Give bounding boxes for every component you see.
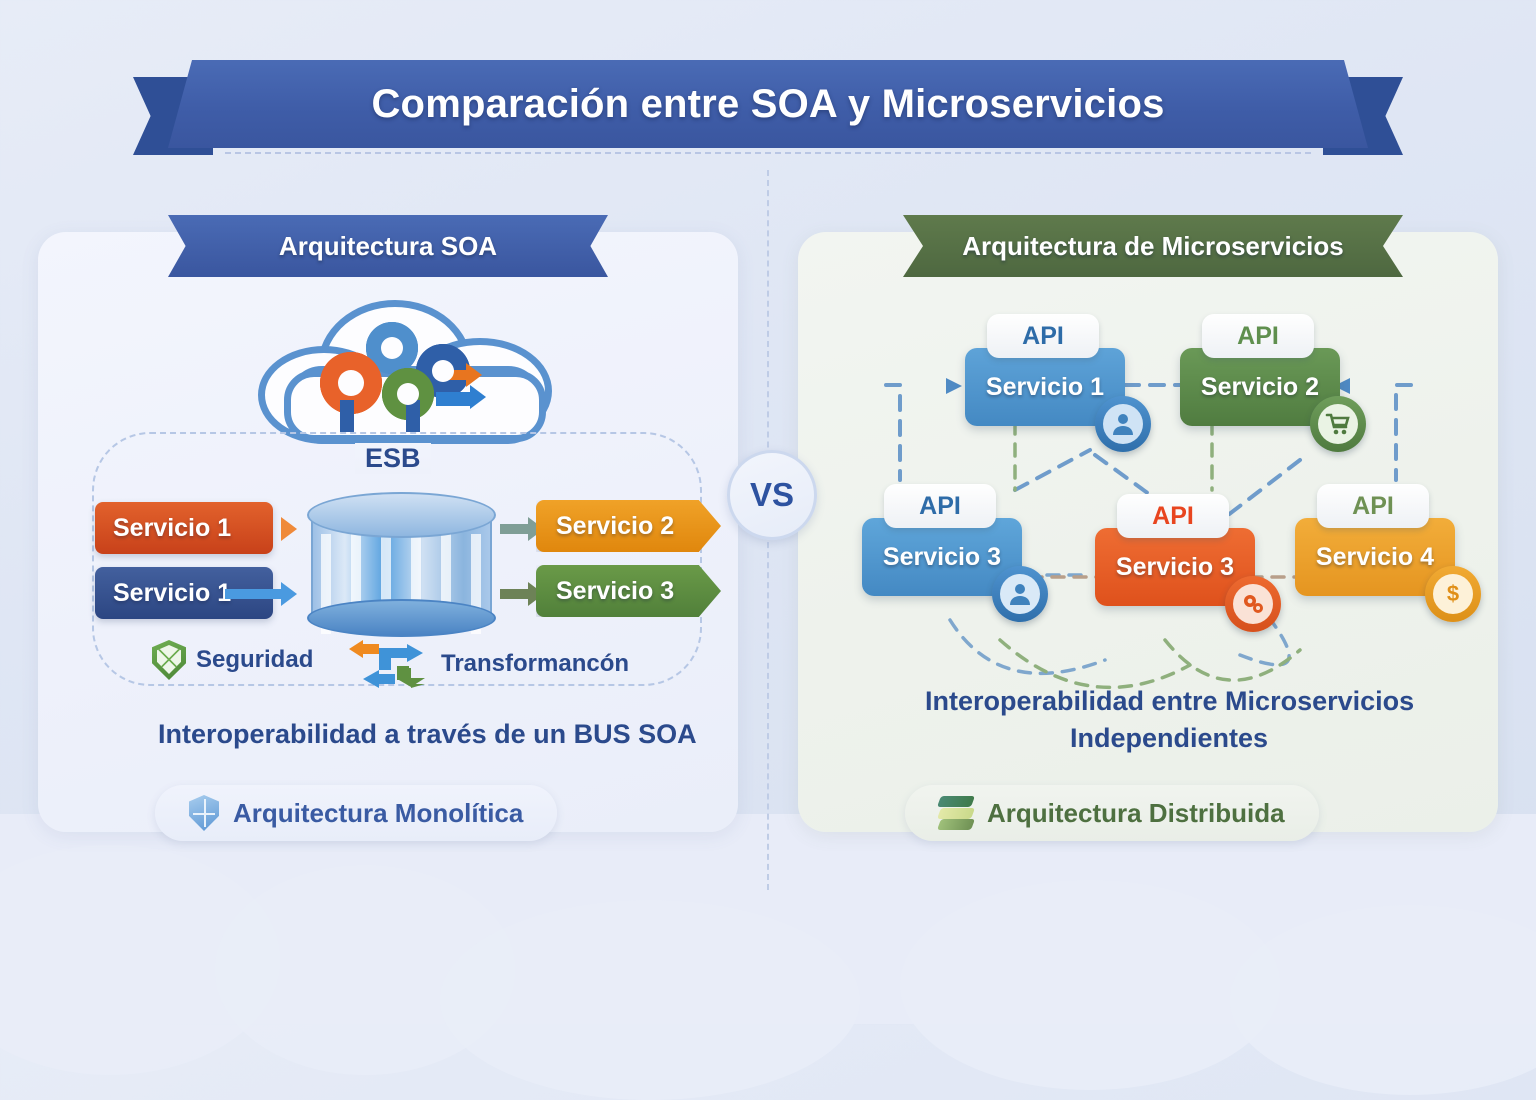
api-tab[interactable]: API	[884, 484, 996, 528]
soa-feature-security-label: Seguridad	[196, 646, 314, 673]
title-banner: Comparación entre SOA y Microservicios	[0, 55, 1536, 165]
gears-icon	[1225, 576, 1281, 632]
api-label: API	[919, 491, 961, 520]
user-icon	[992, 566, 1048, 622]
microservice-card-3-label: Servicio 3	[882, 542, 1002, 571]
arrow-input-2	[225, 582, 297, 606]
microservice-card-5[interactable]: API Servicio 4 $	[1295, 484, 1481, 622]
soa-feature-transformation: Transformancón	[345, 640, 629, 688]
soa-header-label: Arquitectura SOA	[278, 230, 498, 261]
api-label: API	[1237, 321, 1279, 350]
title-ribbon: Comparación entre SOA y Microservicios	[168, 60, 1368, 148]
cloud-arrow-orange	[440, 363, 482, 387]
api-tab[interactable]: API	[987, 314, 1099, 358]
cloud-arrow-up-right	[406, 400, 420, 432]
microservices-architecture-badge[interactable]: Arquitectura Distribuida	[905, 785, 1319, 841]
microservice-card-1-label: Servicio 1	[985, 372, 1105, 401]
vs-badge: VS	[727, 450, 817, 540]
shopping-cart-icon	[1310, 396, 1366, 452]
infographic-canvas: Comparación entre SOA y Microservicios V…	[0, 0, 1536, 1024]
api-tab[interactable]: API	[1202, 314, 1314, 358]
esb-database-icon	[307, 492, 496, 637]
api-tab[interactable]: API	[1317, 484, 1429, 528]
user-avatar-icon	[1095, 396, 1151, 452]
microservice-card-2-label: Servicio 2	[1200, 372, 1320, 401]
esb-boundary	[92, 432, 702, 686]
api-tab[interactable]: API	[1117, 494, 1229, 538]
api-label: API	[1152, 501, 1194, 530]
microservices-architecture-badge-label: Arquitectura Distribuida	[987, 797, 1285, 828]
soa-feature-transformation-label: Transformancón	[441, 650, 630, 677]
soa-input-service-2[interactable]: Servicio 1	[95, 567, 273, 619]
microservices-caption-line1: Interoperabilidad entre Microservicios	[925, 686, 1415, 716]
soa-output-service-2[interactable]: Servicio 2	[536, 500, 721, 552]
soa-input-service-2-label: Servicio 1	[113, 578, 232, 607]
arrow-input-1	[225, 517, 297, 541]
microservice-card-3[interactable]: API Servicio 3	[862, 484, 1048, 622]
soa-input-service-1-label: Servicio 1	[113, 513, 232, 542]
layer-stack-icon	[936, 796, 976, 830]
page-title: Comparación entre SOA y Microservicios	[371, 81, 1165, 126]
microservices-connection-mesh	[884, 378, 1413, 690]
dollar-glyph: $	[1446, 581, 1460, 606]
soa-caption: Interoperabilidad a través de un BUS SOA	[158, 719, 697, 749]
soa-output-service-3-label: Servicio 3	[556, 576, 675, 605]
esb-label: ESB	[355, 443, 431, 474]
cloud-arrow-up-left	[340, 400, 354, 432]
cloud-arrow-blue	[436, 385, 486, 409]
soa-input-service-1[interactable]: Servicio 1	[95, 502, 273, 554]
soa-feature-security: Seguridad	[152, 640, 313, 680]
microservice-card-5-label: Servicio 4	[1315, 542, 1435, 571]
api-label: API	[1352, 491, 1394, 520]
shield-icon	[152, 640, 186, 680]
soa-architecture-badge-label: Arquitectura Monolítica	[233, 797, 524, 828]
microservice-card-1[interactable]: API Servicio 1	[965, 314, 1151, 452]
dollar-coin-icon: $	[1425, 566, 1481, 622]
microservice-card-2[interactable]: API Servicio 2	[1180, 314, 1366, 452]
microservices-header-label: Arquitectura de Microservicios	[962, 230, 1344, 261]
esb-cloud-icon	[258, 300, 558, 444]
microservice-card-4[interactable]: API Servicio 3	[1095, 494, 1281, 632]
soa-architecture-badge[interactable]: Arquitectura Monolítica	[155, 785, 558, 841]
soa-output-service-2-label: Servicio 2	[556, 511, 675, 540]
api-label: API	[1022, 321, 1064, 350]
exchange-arrows-icon	[345, 640, 431, 688]
microservice-card-4-label: Servicio 3	[1115, 552, 1235, 581]
microservices-caption-line2: Independientes	[1070, 723, 1269, 753]
microservices-header-ribbon: Arquitectura de Microservicios	[903, 215, 1403, 277]
vs-label: VS	[749, 476, 795, 513]
soa-header-ribbon: Arquitectura SOA	[168, 215, 608, 277]
soa-output-service-3[interactable]: Servicio 3	[536, 565, 721, 617]
title-underline-dashed	[225, 152, 1311, 154]
